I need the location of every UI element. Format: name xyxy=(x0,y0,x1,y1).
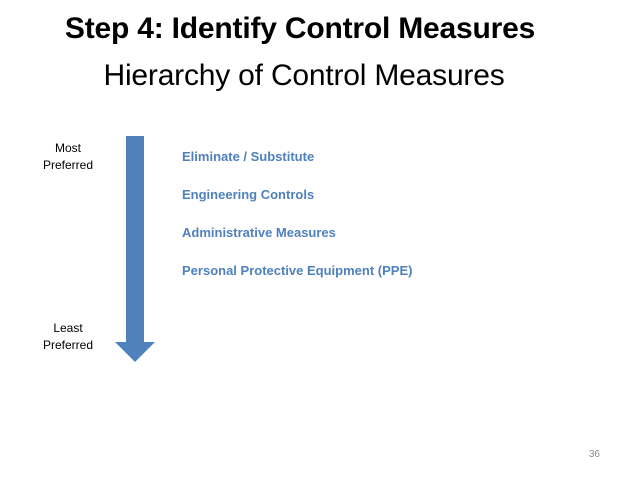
least-preferred-label-text: Least Preferred xyxy=(42,321,94,352)
slide-subtitle: Hierarchy of Control Measures xyxy=(103,59,505,92)
most-preferred-label-text: Most Preferred xyxy=(42,141,94,172)
measure-administrative-measures: Administrative Measures xyxy=(182,225,336,240)
control-measures-list: Eliminate / Substitute Engineering Contr… xyxy=(182,147,412,299)
measure-eliminate-substitute: Eliminate / Substitute xyxy=(182,149,315,164)
most-preferred-label: Most Preferred xyxy=(28,140,108,174)
measure-ppe: Personal Protective Equipment (PPE) xyxy=(182,263,413,278)
preference-arrow-shape xyxy=(115,136,155,362)
slide-title: Step 4: Identify Control Measures xyxy=(64,12,536,45)
page-number: 36 xyxy=(588,449,600,460)
preference-arrow-icon xyxy=(115,136,155,362)
measure-engineering-controls: Engineering Controls xyxy=(182,187,315,202)
least-preferred-label: Least Preferred xyxy=(28,320,108,354)
